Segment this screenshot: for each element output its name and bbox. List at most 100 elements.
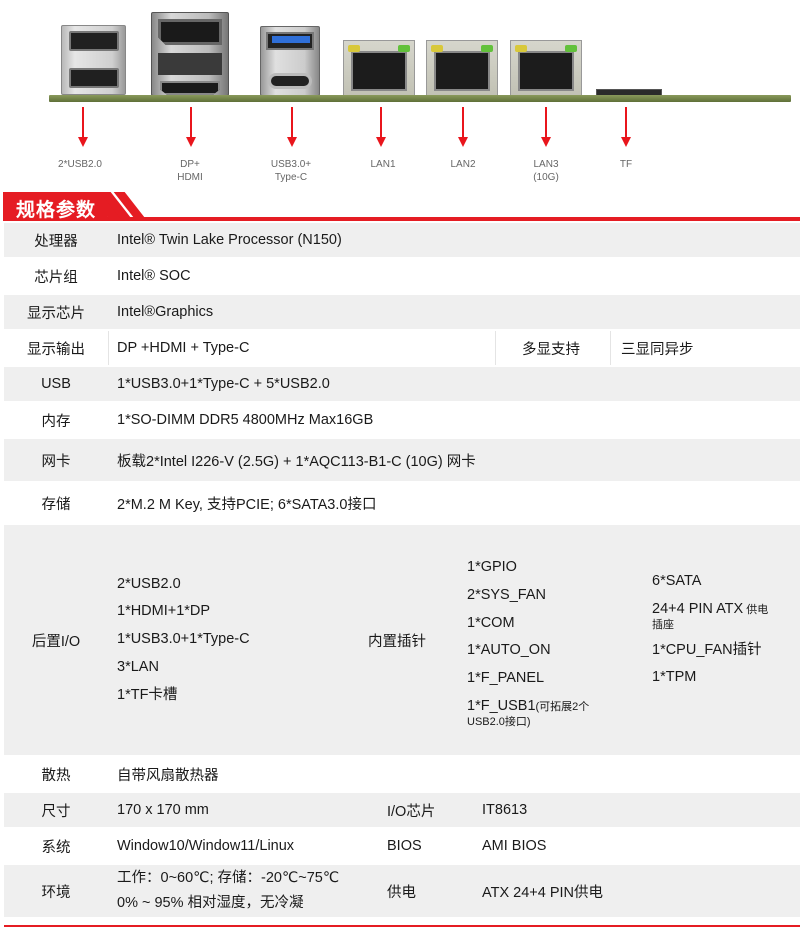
spec-row-nic: 网卡 板载2*Intel I226-V (2.5G) + 1*AQC113-B1… (4, 439, 800, 483)
spec-label: 后置I/O (31, 633, 81, 650)
internal-header-item-atx: 24+4 PIN ATX 供电 (652, 600, 769, 618)
f-usb-note-cont: USB2.0接口) (467, 715, 531, 728)
spec-label: 环境 (41, 884, 71, 901)
internal-header-item-f-usb: 1*F_USB1(可拓展2个 (467, 697, 590, 715)
spec-label: 网卡 (41, 453, 71, 470)
port-label-usb30-typec: USB3.0+ Type-C (270, 159, 312, 183)
arrow-down-icon (287, 107, 297, 147)
spec-row-storage: 存储 2*M.2 M Key, 支持PCIE; 6*SATA3.0接口 (4, 483, 800, 525)
lan2-port-image (426, 40, 498, 96)
spec-value: Intel® SOC (117, 268, 191, 284)
spec-row-os: 系统 Window10/Window11/Linux BIOS AMI BIOS (4, 829, 800, 865)
spec-value: Window10/Window11/Linux (117, 838, 295, 854)
rear-io-item: 1*HDMI+1*DP (117, 603, 211, 620)
spec-row-cpu: 处理器 Intel® Twin Lake Processor (N150) (4, 223, 800, 259)
internal-header-item: 6*SATA (652, 572, 702, 589)
spec-value: 1*SO-DIMM DDR5 4800MHz Max16GB (117, 412, 374, 428)
lan1-port-image (343, 40, 415, 96)
usb20-port-image (61, 25, 126, 95)
spec-value-multi-display: 三显同异步 (621, 341, 694, 358)
spec-row-usb: USB 1*USB3.0+1*Type-C + 5*USB2.0 (4, 367, 800, 403)
internal-header-item: 2*SYS_FAN (467, 586, 546, 603)
spec-row-graphics: 显示芯片 Intel®Graphics (4, 295, 800, 331)
table-bottom-rule (4, 925, 800, 927)
atx-note: 供电 (743, 603, 769, 616)
spec-label-internal-headers: 内置插针 (368, 633, 426, 650)
spec-value: Intel®Graphics (117, 304, 214, 320)
internal-header-item: 1*F_PANEL (467, 670, 545, 687)
f-usb-label: 1*F_USB1 (467, 697, 536, 714)
spec-label: 存储 (41, 496, 71, 513)
spec-row-chipset: 芯片组 Intel® SOC (4, 259, 800, 295)
lan3-port-image (510, 40, 582, 96)
spec-row-size: 尺寸 170 x 170 mm I/O芯片 IT8613 (4, 793, 800, 829)
internal-headers-list-1: 1*GPIO 2*SYS_FAN 1*COM 1*AUTO_ON 1*F_PAN… (467, 527, 589, 757)
column-divider (610, 331, 611, 365)
arrow-down-icon (186, 107, 196, 147)
f-usb-note: (可拓展2个 (535, 700, 590, 713)
spec-value: DP +HDMI + Type-C (117, 340, 250, 356)
spec-row-cooling: 散热 自带风扇散热器 (4, 757, 800, 793)
environment-humidity: 0% ~ 95% 相对湿度，无冷凝 (117, 895, 304, 911)
spec-value-io-chip: IT8613 (482, 802, 528, 818)
atx-label: 24+4 PIN ATX (652, 600, 744, 617)
environment-values: 工作：0~60℃; 存储：-20℃~75℃ 0% ~ 95% 相对湿度，无冷凝 (117, 865, 339, 917)
spec-label: 芯片组 (34, 269, 78, 286)
column-divider (108, 331, 109, 365)
spec-label-io-chip: I/O芯片 (387, 803, 436, 820)
spec-label: 系统 (41, 839, 71, 856)
spec-value: 自带风扇散热器 (117, 767, 219, 784)
spec-row-environment: 环境 工作：0~60℃; 存储：-20℃~75℃ 0% ~ 95% 相对湿度，无… (4, 865, 800, 919)
pcb-edge (49, 95, 791, 102)
spec-label: 尺寸 (41, 803, 71, 820)
spec-value: 板载2*Intel I226-V (2.5G) + 1*AQC113-B1-C … (117, 453, 476, 470)
port-label-lan2: LAN2 (450, 159, 476, 170)
spec-value: Intel® Twin Lake Processor (N150) (117, 232, 342, 248)
arrow-down-icon (78, 107, 88, 147)
spec-label: 散热 (41, 767, 71, 784)
section-title: 规格参数 (16, 200, 97, 221)
arrow-down-icon (621, 107, 631, 147)
spec-value: 2*M.2 M Key, 支持PCIE; 6*SATA3.0接口 (117, 496, 377, 513)
board-io-diagram: 2*USB2.0 DP+ HDMI USB3.0+ Type-C LAN1 LA… (0, 0, 800, 190)
arrow-down-icon (541, 107, 551, 147)
spec-row-rear-io: 后置I/O 2*USB2.0 1*HDMI+1*DP 1*USB3.0+1*Ty… (4, 525, 800, 757)
spec-row-display-output: 显示输出 DP +HDMI + Type-C 多显支持 三显同异步 (4, 331, 800, 367)
spec-table: 处理器 Intel® Twin Lake Processor (N150) 芯片… (4, 223, 800, 919)
spec-value-power: ATX 24+4 PIN供电 (482, 884, 604, 901)
rear-io-list: 2*USB2.0 1*HDMI+1*DP 1*USB3.0+1*Type-C 3… (117, 525, 250, 755)
atx-note-cont: 插座 (652, 618, 674, 631)
port-label-lan3: LAN3 (10G) (533, 159, 559, 183)
spec-label-multi-display: 多显支持 (522, 341, 580, 358)
internal-header-item: 1*CPU_FAN插针 (652, 641, 762, 658)
port-label-lan1: LAN1 (370, 159, 396, 170)
spec-label: 内存 (41, 413, 71, 430)
port-label-usb20: 2*USB2.0 (58, 159, 102, 170)
rear-io-item: 1*TF卡槽 (117, 686, 178, 703)
spec-value-bios: AMI BIOS (482, 838, 547, 854)
port-label-tf: TF (619, 159, 633, 170)
internal-header-item: 1*GPIO (467, 559, 517, 576)
rear-io-item: 2*USB2.0 (117, 575, 181, 592)
rear-io-item: 1*USB3.0+1*Type-C (117, 631, 250, 648)
arrow-down-icon (376, 107, 386, 147)
port-label-dp-hdmi: DP+ HDMI (177, 159, 203, 183)
section-banner: 规格参数 (3, 192, 800, 221)
spec-label: 显示输出 (27, 341, 85, 358)
spec-label: 处理器 (34, 233, 78, 250)
internal-header-item: 1*AUTO_ON (467, 642, 551, 659)
dp-hdmi-port-image (151, 12, 229, 96)
spec-label: USB (41, 376, 71, 392)
spec-label-power: 供电 (387, 884, 416, 901)
spec-value: 1*USB3.0+1*Type-C + 5*USB2.0 (117, 376, 330, 392)
spec-value: 170 x 170 mm (117, 802, 209, 818)
banner-rule (107, 217, 800, 221)
column-divider (495, 331, 496, 365)
spec-label-bios: BIOS (387, 838, 422, 854)
usb30-typec-port-image (260, 26, 320, 96)
banner-tab (3, 192, 107, 221)
arrow-down-icon (458, 107, 468, 147)
spec-label: 显示芯片 (27, 305, 85, 322)
internal-headers-list-2: 6*SATA 24+4 PIN ATX 供电 插座 1*CPU_FAN插针 1*… (652, 515, 792, 745)
spec-row-memory: 内存 1*SO-DIMM DDR5 4800MHz Max16GB (4, 403, 800, 439)
